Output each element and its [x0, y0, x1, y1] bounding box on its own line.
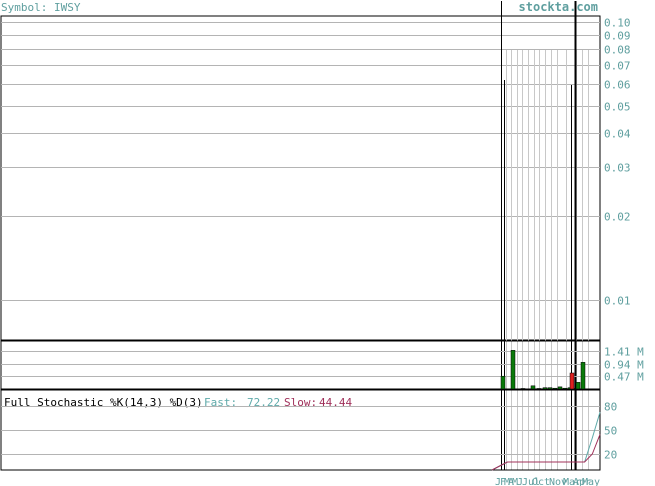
volume-bar	[547, 387, 553, 390]
x-tick-label: May	[582, 477, 600, 486]
volume-bar	[542, 387, 548, 390]
x-tick-label: Apr	[573, 477, 591, 486]
volume-bar	[575, 382, 581, 390]
x-tick-label: Oct	[532, 477, 550, 486]
volume-bar	[580, 362, 586, 390]
volume-tick-label: 0.94 M	[604, 359, 644, 372]
price-tick-label: 0.03	[604, 162, 631, 175]
volume-bar	[562, 387, 568, 390]
symbol-label: Symbol: IWSY	[1, 1, 81, 14]
volume-bar	[569, 372, 575, 390]
volume-panel: 1.41 M0.94 M0.47 M	[0, 340, 644, 390]
slow-label: Slow:	[284, 396, 317, 409]
x-tick-label: F	[500, 477, 506, 486]
x-tick-label: Nov	[549, 477, 567, 486]
stochastic-tick-label: 50	[604, 425, 617, 438]
price-tick-label: 0.10	[604, 17, 631, 30]
volume-bar	[510, 350, 516, 390]
volume-bar	[520, 388, 526, 390]
price-tick-label: 0.05	[604, 101, 631, 114]
price-tick-label: 0.09	[604, 30, 631, 43]
x-tick-label: A	[508, 477, 514, 486]
price-frame	[0, 15, 601, 341]
stochastic-panel: Full Stochastic %K(14,3) %D(3) Fast: 72.…	[0, 389, 617, 471]
price-tick-label: 0.01	[604, 295, 631, 308]
price-tick-label: 0.08	[604, 44, 631, 57]
stochastic-title: Full Stochastic %K(14,3) %D(3)	[4, 396, 203, 409]
volume-bar	[557, 386, 563, 390]
volume-bar	[500, 375, 506, 390]
price-tick-label: 0.04	[604, 128, 631, 141]
price-panel: 0.100.090.08 0.07 0.06 0.05 0.04 0.03 0.02 0.01	[0, 1, 631, 470]
stochastic-tick-label: 80	[604, 401, 617, 414]
x-tick-label: M	[512, 477, 518, 486]
fast-value: 72.22	[247, 396, 280, 409]
volume-bar	[530, 385, 536, 390]
volume-tick-label: 1.41 M	[604, 346, 644, 359]
price-tick-label: 0.02	[604, 211, 631, 224]
slow-value: 44.44	[319, 396, 352, 409]
price-tick-label: 0.07	[604, 60, 631, 73]
x-tick-label: Jul	[522, 477, 540, 486]
volume-bar	[536, 388, 542, 390]
volume-bar	[552, 387, 558, 390]
stochastic-line-slow	[491, 434, 601, 471]
x-tick-label: M	[504, 477, 510, 486]
x-tick-label: J	[495, 477, 501, 486]
x-tick-label: Mar	[563, 477, 581, 486]
stochastic-tick-label: 20	[604, 449, 617, 462]
fast-label: Fast:	[204, 396, 237, 409]
brand-label: stockta.com	[519, 0, 598, 14]
volume-tick-label: 0.47 M	[604, 371, 644, 384]
x-tick-label: J	[517, 477, 523, 486]
price-tick-label: 0.06	[604, 79, 631, 92]
